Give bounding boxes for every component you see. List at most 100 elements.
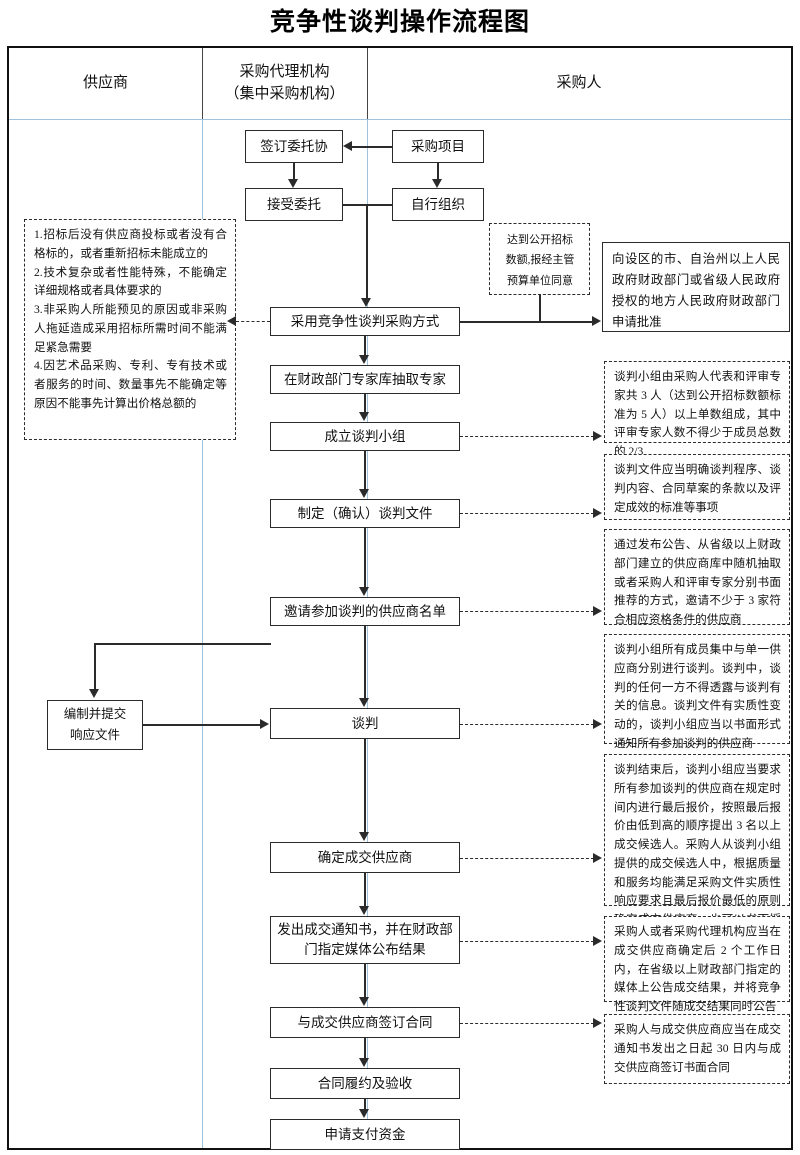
lane-divider-1 bbox=[202, 119, 203, 1148]
connector-performance-to-payment bbox=[364, 1099, 366, 1110]
node-issue-award-notice[interactable]: 发出成交通知书，并在财政部 门指定媒体公布结果 bbox=[270, 916, 460, 964]
node-determine-winning-supplier[interactable]: 确定成交供应商 bbox=[270, 842, 460, 873]
lane-label-agency: 采购代理机构 bbox=[239, 63, 330, 80]
note-negotiation-rules: 谈判小组所有成员集中与单一供应商分别进行谈判。谈判中，谈判的任何一方不得透露与谈… bbox=[604, 634, 790, 750]
connector-notice-to-contract bbox=[364, 964, 366, 998]
arrowhead-right bbox=[592, 316, 601, 326]
arrowhead-down bbox=[359, 832, 369, 841]
node-make-negotiation-documents[interactable]: 制定（确认）谈判文件 bbox=[270, 499, 460, 528]
note-final-quote-and-determination: 谈判结束后，谈判小组应当要求所有参加谈判的供应商在规定时间内进行最后报价，按照最… bbox=[604, 754, 790, 945]
connector-determine-to-note bbox=[460, 858, 594, 859]
node-label: 自行组织 bbox=[411, 196, 465, 212]
connector-form-group-to-note bbox=[460, 436, 594, 437]
connector-negotiate-to-determine bbox=[364, 739, 366, 832]
connector-threshold-tick bbox=[539, 295, 541, 322]
node-self-organize[interactable]: 自行组织 bbox=[392, 188, 484, 221]
node-label: 申请支付资金 bbox=[324, 1126, 406, 1142]
node-negotiate[interactable]: 谈判 bbox=[270, 708, 460, 739]
node-apply-payment[interactable]: 申请支付资金 bbox=[270, 1119, 460, 1150]
arrowhead-right bbox=[593, 431, 602, 441]
node-label: 成立谈判小组 bbox=[324, 428, 406, 444]
node-label: 制定（确认）谈判文件 bbox=[297, 505, 433, 521]
note-apply-for-approval: 向设区的市、自治州以上人民政府财政部门或省级人民政府授权的地方人民政府财政部门申… bbox=[602, 242, 790, 332]
arrowhead-down bbox=[89, 689, 99, 698]
node-label-line2: 响应文件 bbox=[69, 728, 120, 742]
node-contract-performance[interactable]: 合同履约及验收 bbox=[270, 1068, 460, 1099]
connector-contract-to-performance bbox=[364, 1038, 366, 1059]
connector-draw-to-form bbox=[364, 394, 366, 413]
arrowhead-right bbox=[593, 508, 602, 518]
note-applicable-conditions: 1.招标后没有供应商投标或者没有合格标的，或者重新招标未能成立的 2.技术复杂或… bbox=[24, 219, 236, 440]
connector-form-to-docs bbox=[364, 451, 366, 490]
node-label: 采用竞争性谈判采购方式 bbox=[290, 313, 440, 329]
node-sign-contract[interactable]: 与成交供应商签订合同 bbox=[270, 1007, 460, 1038]
arrowhead-down bbox=[359, 489, 369, 498]
note-announce-result: 采购人或者采购代理机构应当在成交供应商确定后 2 个工作日内，在省级以上财政部门… bbox=[604, 916, 790, 1013]
note-invitation-method: 通过发布公告、从省级以上财政部门建立的供应商库中随机抽取或者采购人和评审专家分别… bbox=[604, 529, 790, 626]
lane-header-agency: 采购代理机构 （集中采购机构） bbox=[202, 48, 367, 119]
connector-adopt-to-conditions bbox=[236, 321, 270, 322]
arrowhead-down bbox=[288, 179, 298, 188]
node-purchase-project[interactable]: 采购项目 bbox=[392, 130, 484, 163]
node-label-line1: 发出成交通知书，并在财政部 bbox=[277, 922, 453, 938]
connector-docs-to-note bbox=[460, 513, 594, 514]
arrowhead-down bbox=[359, 698, 369, 707]
diagram-frame: 供应商 采购代理机构 （集中采购机构） 采购人 签订委托协 采购项目 接受委托 … bbox=[7, 46, 793, 1150]
lane-sublabel-agency: （集中采购机构） bbox=[224, 85, 345, 102]
connector-invite-to-negotiate bbox=[364, 626, 366, 698]
node-label: 确定成交供应商 bbox=[317, 849, 413, 865]
node-label: 合同履约及验收 bbox=[317, 1075, 413, 1091]
node-label-wrapper: 编制并提交 响应文件 bbox=[64, 704, 127, 747]
node-sign-entrust[interactable]: 签订委托协 bbox=[245, 130, 343, 163]
arrowhead-right bbox=[593, 936, 602, 946]
connector-docs-to-invite bbox=[364, 528, 366, 588]
node-label: 与成交供应商签订合同 bbox=[297, 1014, 433, 1030]
arrowhead-left bbox=[227, 316, 236, 326]
arrowhead-right bbox=[260, 719, 269, 729]
lane-label-supplier: 供应商 bbox=[82, 74, 128, 91]
connector-prepare-to-negotiate bbox=[143, 724, 261, 726]
connector-determine-to-notice bbox=[364, 873, 366, 907]
arrowhead-down bbox=[359, 587, 369, 596]
node-label: 邀请参加谈判的供应商名单 bbox=[284, 603, 446, 619]
note-text: 采购人与成交供应商应当在成交通知书发出之日起 30 日内与成交供应商签订书面合同 bbox=[614, 1023, 781, 1074]
connector-invite-to-prepare-v bbox=[94, 643, 96, 690]
note-public-bidding-threshold: 达到公开招标 数额,报经主管 预算单位同意 bbox=[489, 223, 590, 295]
connector-sign-to-accept bbox=[293, 163, 295, 179]
arrowhead-down bbox=[359, 997, 369, 1006]
lane-divider-header-2 bbox=[367, 48, 368, 119]
lane-divider-2 bbox=[367, 119, 368, 1148]
connector-negotiate-to-note bbox=[460, 724, 594, 725]
lane-header-purchaser: 采购人 bbox=[367, 48, 791, 119]
lane-divider-header-1 bbox=[202, 48, 203, 119]
arrowhead-down bbox=[359, 355, 369, 364]
note-negotiation-group-composition: 谈判小组由采购人代表和评审专家共 3 人（达到公开招标数额标准为 5 人）以上单… bbox=[604, 361, 790, 458]
note-text: 谈判小组由采购人代表和评审专家共 3 人（达到公开招标数额标准为 5 人）以上单… bbox=[614, 370, 781, 459]
node-label: 谈判 bbox=[351, 715, 379, 731]
connector-project-to-self bbox=[437, 163, 439, 179]
note-text: 1.招标后没有供应商投标或者没有合格标的，或者重新招标未能成立的 2.技术复杂或… bbox=[34, 228, 227, 411]
node-adopt-negotiation-method[interactable]: 采用竞争性谈判采购方式 bbox=[270, 307, 460, 336]
arrowhead-down bbox=[359, 1109, 369, 1118]
note-contract-deadline: 采购人与成交供应商应当在成交通知书发出之日起 30 日内与成交供应商签订书面合同 bbox=[604, 1014, 790, 1084]
arrowhead-right bbox=[593, 853, 602, 863]
node-prepare-response-documents[interactable]: 编制并提交 响应文件 bbox=[47, 700, 143, 750]
note-text: 谈判文件应当明确谈判程序、谈判内容、合同草案的条款以及评定成效的标准等事项 bbox=[614, 463, 781, 514]
connector-project-to-sign bbox=[352, 146, 392, 148]
arrowhead-down bbox=[359, 412, 369, 421]
node-label: 在财政部门专家库抽取专家 bbox=[284, 371, 446, 387]
node-label-line1: 编制并提交 bbox=[63, 706, 127, 721]
node-invite-supplier-list[interactable]: 邀请参加谈判的供应商名单 bbox=[270, 597, 460, 626]
node-form-negotiation-group[interactable]: 成立谈判小组 bbox=[270, 422, 460, 451]
connector-merge-down bbox=[366, 204, 368, 300]
connector-adopt-to-approval bbox=[460, 321, 593, 323]
note-document-content: 谈判文件应当明确谈判程序、谈判内容、合同草案的条款以及评定成效的标准等事项 bbox=[604, 454, 790, 520]
connector-invite-to-note bbox=[460, 611, 594, 612]
arrowhead-right bbox=[593, 1018, 602, 1028]
node-label: 采购项目 bbox=[411, 138, 465, 154]
connector-notice-to-note bbox=[460, 941, 594, 942]
node-accept-entrust[interactable]: 接受委托 bbox=[245, 188, 343, 221]
node-draw-experts[interactable]: 在财政部门专家库抽取专家 bbox=[270, 365, 460, 394]
arrowhead-down bbox=[359, 1058, 369, 1067]
